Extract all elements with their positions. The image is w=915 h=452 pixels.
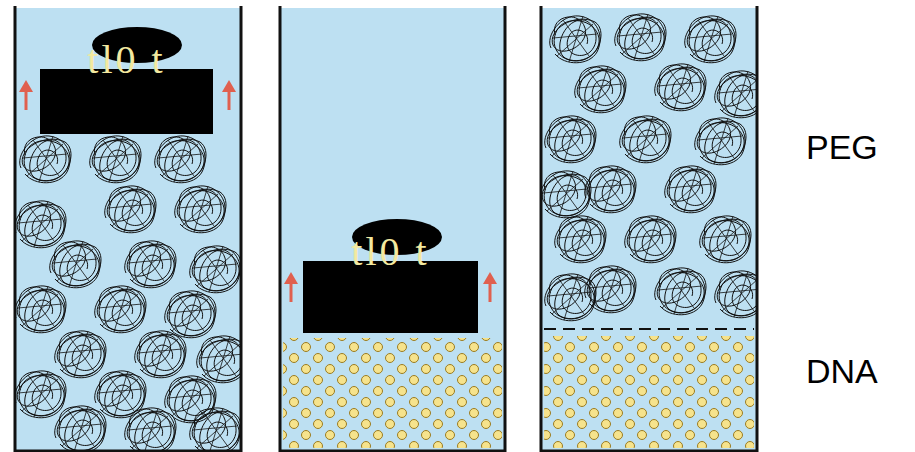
weight-label: tl0 t [303,230,478,274]
liquid [16,8,240,450]
membrane-line [544,328,754,330]
dna-dots [544,336,754,448]
beaker-wall [15,6,241,451]
weight-block: tl0 t [40,24,213,134]
peg-coils [16,136,240,450]
liquid [281,8,504,450]
dna-dots [283,338,502,448]
beaker-wall [541,6,757,451]
layer-label: PEG [806,128,878,167]
weight-block: tl0 t [303,216,478,333]
layer-label: DNA [806,352,878,391]
liquid [542,8,756,450]
weight-label: tl0 t [40,38,213,82]
beaker-wall [280,6,505,451]
peg-coils [542,14,756,321]
